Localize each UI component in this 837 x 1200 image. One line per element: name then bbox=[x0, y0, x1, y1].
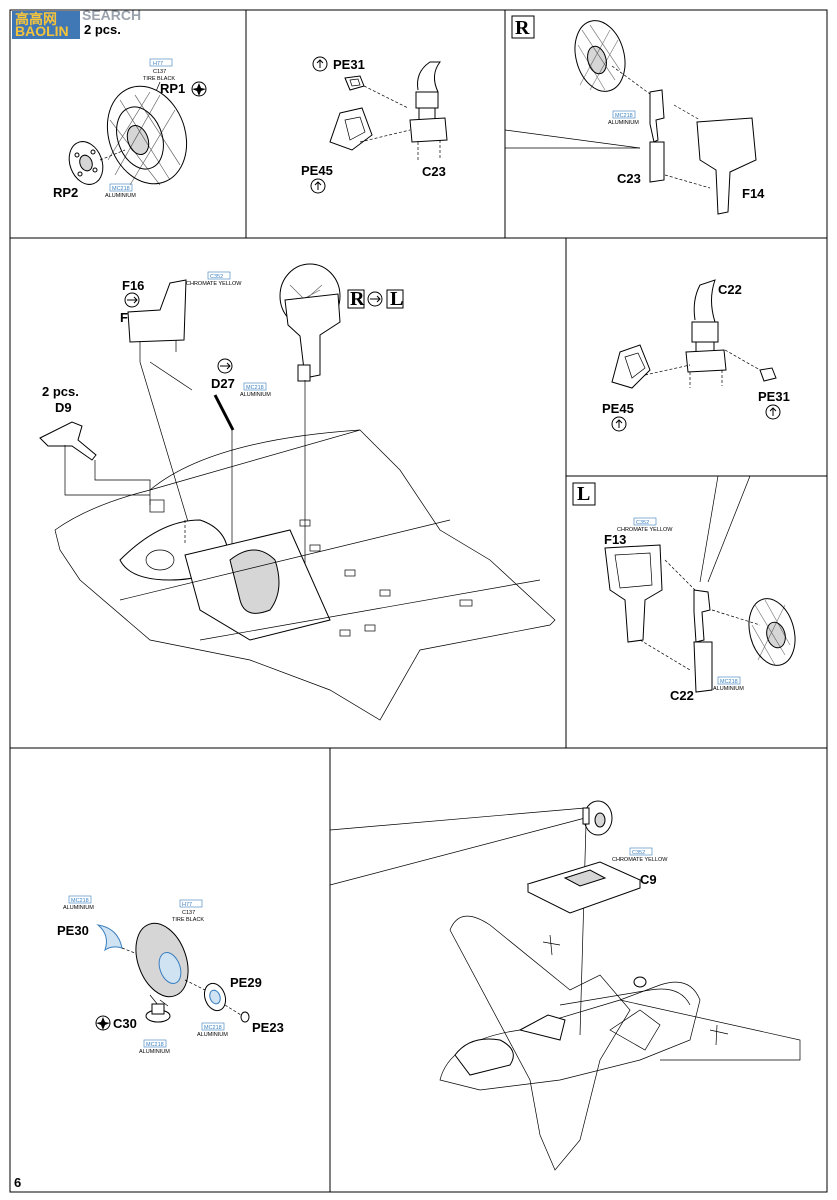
watermark-badge: BAOLIN bbox=[15, 23, 69, 39]
paint-code-c137: C137 bbox=[153, 69, 166, 75]
paint-name-aluminium-b: ALUMINIUM bbox=[139, 1049, 170, 1055]
paint-name-aluminium-d27: ALUMINIUM bbox=[240, 392, 271, 398]
paint-name-aluminium-r: ALUMINIUM bbox=[608, 120, 639, 126]
page-number: 6 bbox=[14, 1175, 21, 1190]
quantity-label-d9: 2 pcs. bbox=[42, 384, 79, 399]
watermark: 高高网 BAOLIN SEARCH bbox=[12, 7, 141, 39]
paint-name-chromate-yellow-c9: CHROMATE YELLOW bbox=[612, 857, 668, 863]
part-d27-label: D27 bbox=[211, 376, 235, 391]
panel-7-tail-wheel: MC218 ALUMINIUM PE30 H77 C137 TIRE BLACK… bbox=[57, 895, 284, 1055]
panel-frames bbox=[9, 9, 828, 1193]
part-pe29-label: PE29 bbox=[230, 975, 262, 990]
panel-5-strut-c22: C22 PE45 PE31 bbox=[602, 279, 790, 432]
part-f13-label: F13 bbox=[604, 532, 626, 547]
side-marker-r: R bbox=[515, 17, 530, 39]
paint-code-h77: H77 bbox=[153, 61, 163, 67]
paint-code-mc218-r: MC218 bbox=[615, 113, 633, 119]
paint-code-c352-l: C352 bbox=[636, 520, 649, 526]
part-pe23-label: PE23 bbox=[252, 1020, 284, 1035]
part-pe30-label: PE30 bbox=[57, 923, 89, 938]
paint-code-c352-c9: C352 bbox=[632, 850, 645, 856]
watermark-text: SEARCH bbox=[82, 7, 141, 23]
paint-code-mc218-c: MC218 bbox=[204, 1025, 222, 1031]
part-pe45-label: PE45 bbox=[301, 163, 333, 178]
part-c23-r-label: C23 bbox=[617, 171, 641, 186]
part-pe31-c22-label: PE31 bbox=[758, 389, 790, 404]
part-c22-label: C22 bbox=[718, 282, 742, 297]
panel-8-fuselage: C352 CHROMATE YELLOW C9 bbox=[439, 800, 801, 1171]
paint-name-aluminium: ALUMINIUM bbox=[105, 193, 136, 199]
svg-text:高高网: 高高网 bbox=[15, 11, 57, 27]
paint-code-mc218-b: MC218 bbox=[146, 1042, 164, 1048]
part-rp1-label: RP1 bbox=[160, 81, 185, 96]
part-d9-label: D9 bbox=[55, 400, 72, 415]
paint-code-mc218-a: MC218 bbox=[71, 898, 89, 904]
panel-3-right-assembly: R MC218 ALUMINIUM C23 F14 bbox=[511, 15, 765, 215]
panel-1-wheel: 2 pcs. H77 C137 TIRE BLACK RP1 RP2 MC218… bbox=[53, 22, 207, 200]
paint-code-mc218-l: MC218 bbox=[720, 679, 738, 685]
side-marker-l: L bbox=[577, 483, 590, 505]
paint-code-c352: C352 bbox=[210, 274, 223, 280]
paint-code-c137-b: C137 bbox=[182, 910, 195, 916]
part-f16-label: F16 bbox=[122, 278, 144, 293]
part-rp2-label: RP2 bbox=[53, 185, 78, 200]
part-c23-label: C23 bbox=[422, 164, 446, 179]
paint-name-chromate-yellow: CHROMATE YELLOW bbox=[186, 281, 242, 287]
paint-name-tire-black-b: TIRE BLACK bbox=[172, 917, 204, 923]
paint-name-tire-black: TIRE BLACK bbox=[143, 76, 175, 82]
paint-code-mc218-d27: MC218 bbox=[246, 385, 264, 391]
paint-code-h77-b: H77 bbox=[182, 902, 192, 908]
side-marker-l-wing: L bbox=[390, 288, 403, 310]
paint-name-aluminium-l: ALUMINIUM bbox=[713, 686, 744, 692]
part-c30-label: C30 bbox=[113, 1016, 137, 1031]
side-marker-r-wing: R bbox=[350, 288, 365, 310]
paint-name-aluminium-c: ALUMINIUM bbox=[197, 1032, 228, 1038]
part-c22-l-label: C22 bbox=[670, 688, 694, 703]
part-pe31-label: PE31 bbox=[333, 57, 365, 72]
paint-name-chromate-yellow-l: CHROMATE YELLOW bbox=[617, 527, 673, 533]
panel-6-left-assembly: L C352 CHROMATE YELLOW F13 C22 MC218 ALU… bbox=[572, 482, 796, 703]
part-c9-label: C9 bbox=[640, 872, 657, 887]
part-pe45-c22-label: PE45 bbox=[602, 401, 634, 416]
panel-4-wing-assembly: F16 F15 C352 CHROMATE YELLOW D27 MC218 A… bbox=[39, 263, 556, 721]
quantity-label: 2 pcs. bbox=[84, 22, 121, 37]
paint-code-mc218: MC218 bbox=[112, 186, 130, 192]
paint-name-aluminium-a: ALUMINIUM bbox=[63, 905, 94, 911]
part-f14-label: F14 bbox=[742, 186, 765, 201]
panel-2-strut: PE31 PE45 C23 bbox=[301, 56, 448, 194]
